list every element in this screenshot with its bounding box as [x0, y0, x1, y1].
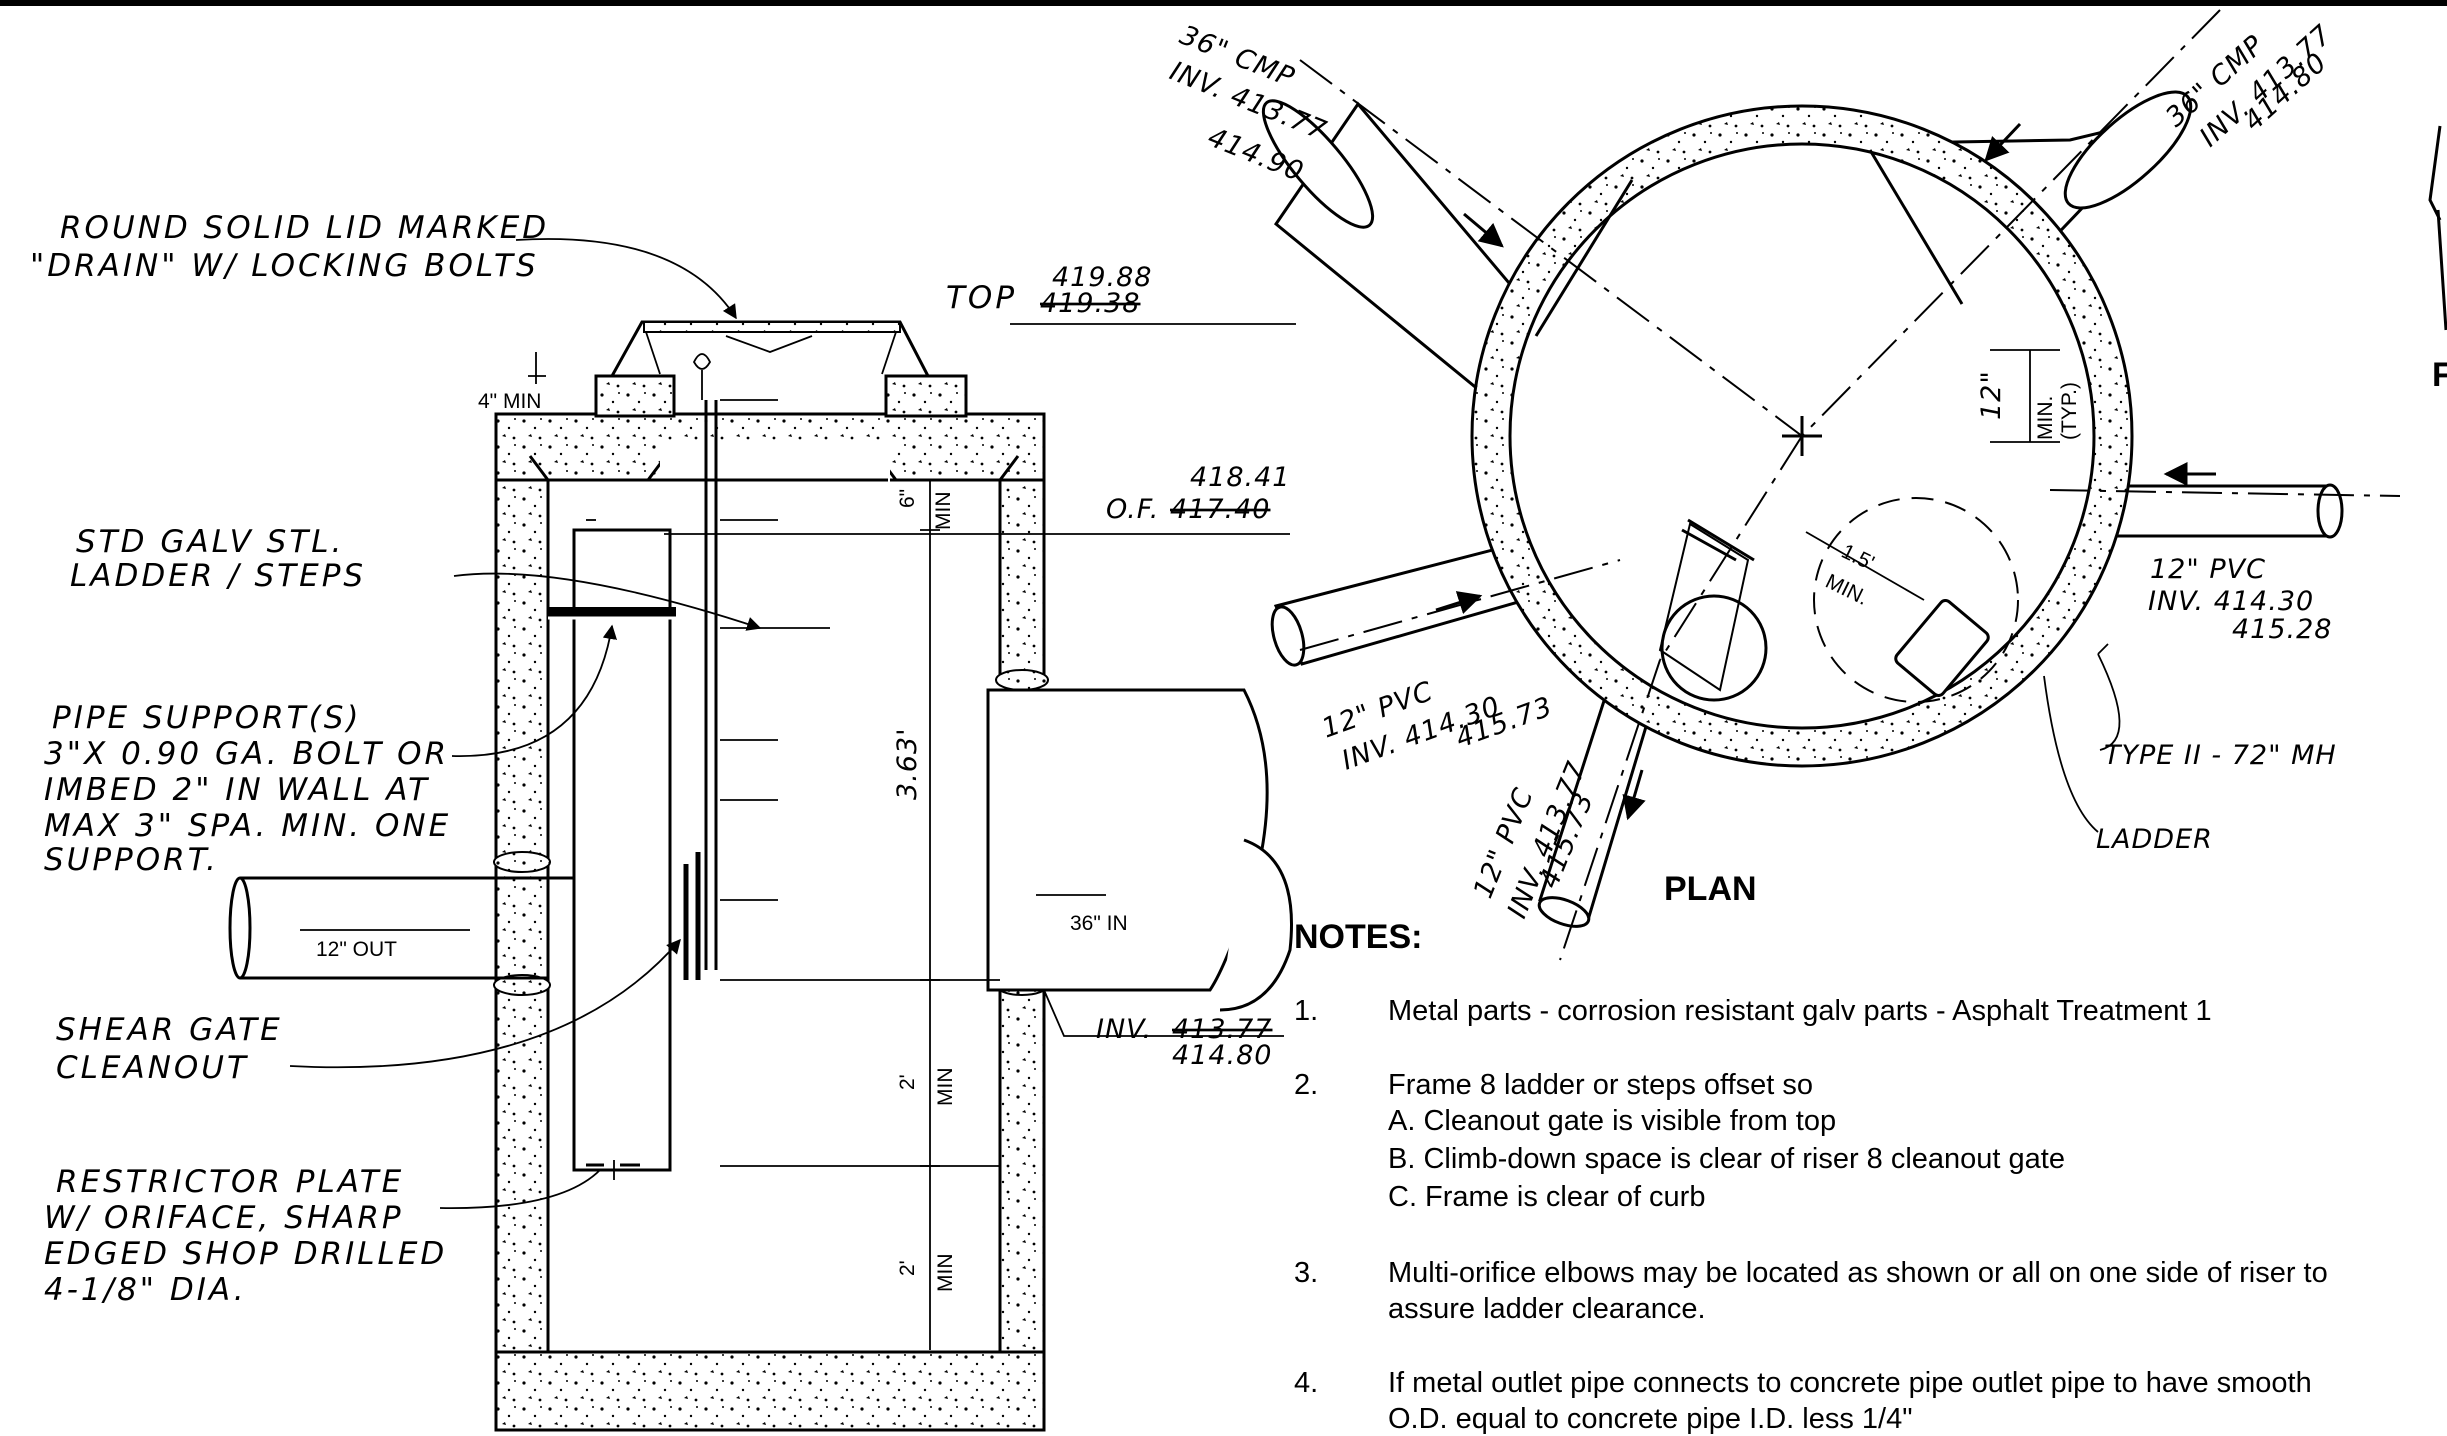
note-3-num: 3. — [1294, 1257, 1318, 1289]
plan-typ-1: 12" — [1976, 370, 2007, 420]
plan-ladder: LADDER — [2096, 824, 2213, 855]
dim-6-min: MIN — [932, 492, 955, 531]
label-restrictor-4: 4-1/8" DIA. — [44, 1272, 247, 1308]
plan-mh-type: TYPE II - 72" MH — [2104, 740, 2337, 771]
plan-pvc-right-1: 12" PVC — [2150, 554, 2266, 585]
wall-left-upper — [494, 478, 550, 982]
label-ladder-2: LADDER / STEPS — [70, 558, 366, 594]
right-edge-fragment: F — [2428, 125, 2447, 394]
outlet-pipe — [240, 876, 548, 980]
label-ladder-1: STD GALV STL. — [76, 524, 344, 560]
top-elev-new: 419.88 — [1052, 262, 1152, 293]
note-4-line-2: O.D. equal to concrete pipe I.D. less 1/… — [1388, 1403, 1913, 1435]
inv-new: 414.80 — [1172, 1040, 1272, 1071]
note-4-line-1: If metal outlet pipe connects to concret… — [1388, 1367, 2312, 1399]
wall-left-lower — [494, 978, 550, 1382]
dim-2-b: 2' — [896, 1260, 919, 1276]
note-4-num: 4. — [1294, 1367, 1318, 1399]
standpipe — [572, 528, 672, 1172]
label-support-3: IMBED 2" IN WALL AT — [44, 772, 430, 808]
base-slab — [494, 1350, 1046, 1432]
label-inv: INV. — [1096, 1014, 1152, 1045]
dim-2-min-b: MIN — [934, 1254, 957, 1293]
riser-right — [884, 374, 968, 418]
label-restrictor-2: W/ ORIFACE, SHARP — [44, 1200, 404, 1236]
section-view: ROUND SOLID LID MARKED "DRAIN" W/ LOCKIN… — [30, 210, 1296, 1432]
label-shear-1: SHEAR GATE — [56, 1012, 283, 1048]
notes-heading: NOTES: — [1294, 918, 1422, 956]
label-restrictor-3: EDGED SHOP DRILLED — [44, 1236, 447, 1272]
plan-view: 36" CMP INV. 413.77 414.90 36" CMP INV. … — [1165, 9, 2401, 961]
top-elev-old: 419.38 — [1040, 288, 1140, 319]
dim-4-min: 4" MIN — [478, 390, 541, 413]
of-elev-old: 417.40 — [1170, 494, 1270, 525]
label-shear-2: CLEANOUT — [56, 1050, 249, 1086]
label-support-4: MAX 3" SPA. MIN. ONE — [44, 808, 451, 844]
note-2-num: 2. — [1294, 1069, 1318, 1101]
note-3-line-2: assure ladder clearance. — [1388, 1293, 1706, 1325]
plan-pvc-right-3: 415.28 — [2232, 614, 2332, 645]
plan-typ-2: MIN. — [2034, 396, 2057, 440]
note-2-line-4: C. Frame is clear of curb — [1388, 1181, 1705, 1213]
plan-typ-3: (TYP.) — [2058, 382, 2081, 440]
label-out-pipe: 12" OUT — [316, 938, 397, 961]
of-elev-new: 418.41 — [1190, 462, 1290, 493]
dim-6: 6" — [896, 489, 919, 508]
label-support-1: PIPE SUPPORT(S) — [52, 700, 361, 736]
note-2-line-2: A. Cleanout gate is visible from top — [1388, 1105, 1836, 1137]
label-of: O.F. — [1106, 494, 1159, 525]
note-2-line-3: B. Climb-down space is clear of riser 8 … — [1388, 1143, 2065, 1175]
inlet-pipe — [986, 688, 1269, 992]
inv-old: 413.77 — [1172, 1014, 1272, 1045]
label-restrictor-1: RESTRICTOR PLATE — [56, 1164, 404, 1200]
note-1-num: 1. — [1294, 995, 1318, 1027]
riser-left — [594, 374, 676, 418]
label-support-5: SUPPORT. — [44, 842, 219, 878]
note-2-line-1: Frame 8 ladder or steps offset so — [1388, 1069, 1813, 1101]
wall-right-lower — [998, 978, 1046, 1382]
label-in-pipe: 36" IN — [1070, 912, 1128, 935]
note-3-line-1: Multi-orifice elbows may be located as s… — [1388, 1257, 2328, 1289]
dim-2-min-a: MIN — [934, 1068, 957, 1107]
label-lid-1: ROUND SOLID LID MARKED — [60, 210, 549, 246]
label-top: TOP — [946, 280, 1017, 316]
wall-right-upper — [998, 478, 1046, 682]
notes: NOTES: 1. Metal parts - corrosion resist… — [1294, 918, 2328, 1435]
edge-fragment-letter: F — [2432, 356, 2447, 394]
label-support-2: 3"X 0.90 GA. BOLT OR — [44, 736, 449, 772]
plan-pvc-right-2: INV. 414.30 — [2148, 586, 2314, 617]
plan-title: PLAN — [1664, 870, 1757, 908]
label-lid-2: "DRAIN" W/ LOCKING BOLTS — [30, 248, 539, 284]
dim-363: 3.63' — [892, 727, 923, 800]
note-1-line-1: Metal parts - corrosion resistant galv p… — [1388, 995, 2212, 1027]
dim-2-a: 2' — [896, 1074, 919, 1090]
